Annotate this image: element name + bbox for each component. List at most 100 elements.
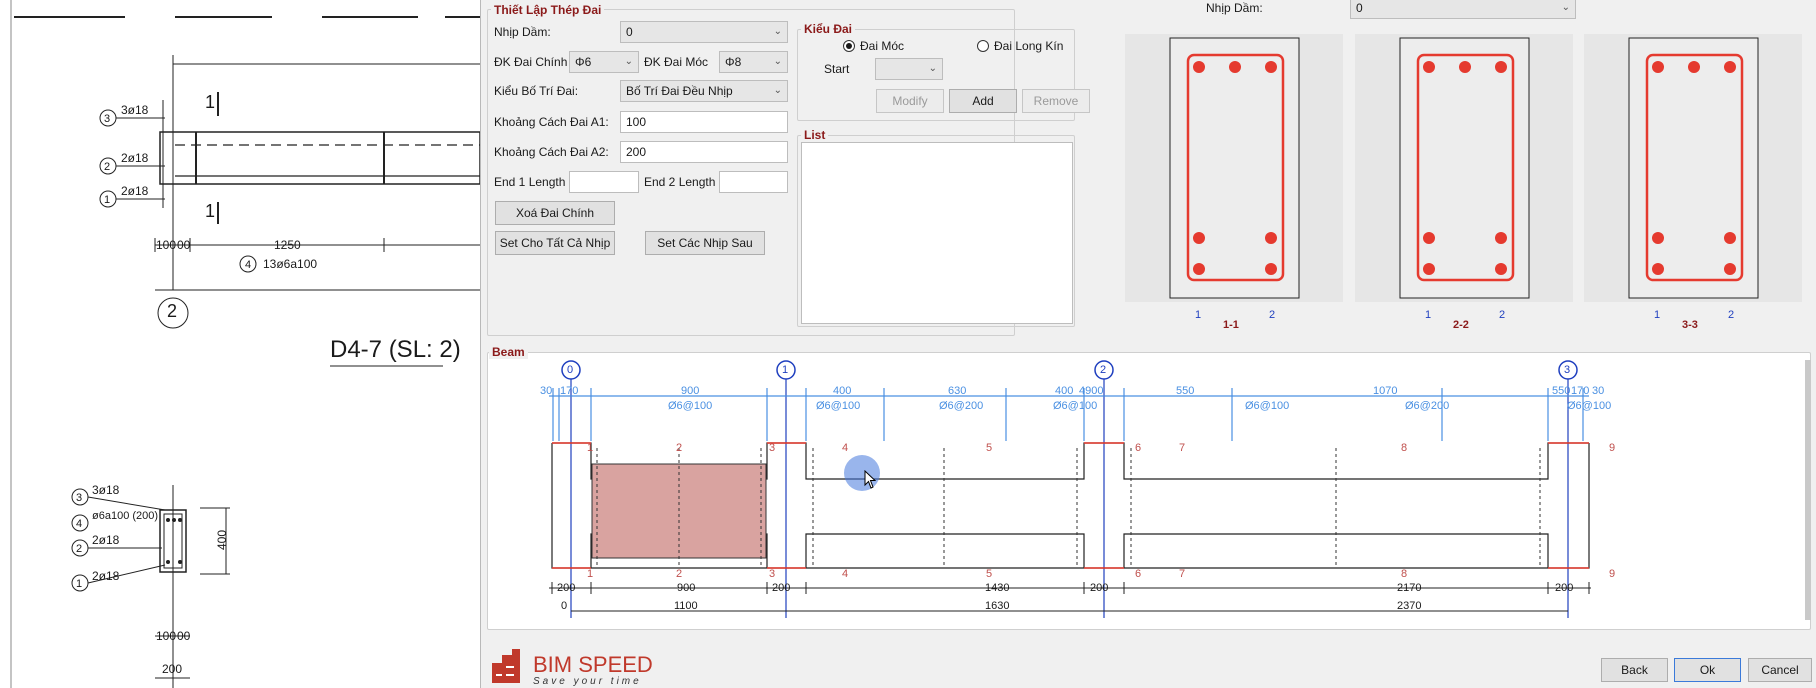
- logo-text: BIM SPEED: [533, 652, 653, 677]
- point-label: 8: [1401, 568, 1408, 580]
- end1-length-input[interactable]: [569, 171, 639, 193]
- bottom-dim: 2170: [1397, 582, 1422, 594]
- axis-label-0: 0: [567, 364, 574, 376]
- stirrup-type-group: [797, 29, 1075, 121]
- dim-100: 100: [156, 238, 177, 252]
- add-button[interactable]: Add: [949, 89, 1017, 113]
- top-dim: 170: [560, 385, 579, 397]
- hook-stirrup-label: Đai Móc: [860, 39, 905, 53]
- bottom-dim: 200: [1555, 582, 1574, 594]
- stirrup-label: Ø6@100: [1245, 400, 1290, 412]
- bottom-dim-total: 2370: [1397, 600, 1422, 612]
- remove-button[interactable]: Remove: [1022, 89, 1090, 113]
- end2-length-input[interactable]: [719, 171, 788, 193]
- modify-button[interactable]: Modify: [876, 89, 944, 113]
- cross-section-1: [1169, 37, 1300, 299]
- stirrup-settings-title: Thiết Lập Thép Đai: [491, 3, 605, 17]
- mouse-cursor-icon: [864, 470, 877, 489]
- callout-num: 1: [104, 194, 111, 206]
- section-mark: 1: [205, 92, 216, 112]
- bottom-dim: 200: [1090, 582, 1109, 594]
- top-dim: 550: [1176, 385, 1195, 397]
- bottom-dim-total: 1100: [674, 600, 698, 612]
- bottom-dim-total: 0: [561, 600, 568, 612]
- cancel-button[interactable]: Cancel: [1748, 658, 1812, 682]
- callout-num: 3: [104, 113, 111, 125]
- end1-length-label: End 1 Length: [494, 175, 566, 189]
- set-all-spans-button[interactable]: Set Cho Tất Cả Nhịp: [495, 231, 615, 255]
- point-label: 3: [769, 442, 776, 454]
- callout-text: 2ø18: [92, 533, 120, 547]
- chevron-down-icon: ⌄: [1561, 2, 1570, 13]
- section-3-name: 3-3: [1682, 319, 1698, 331]
- chevron-down-icon: ⌄: [773, 26, 782, 37]
- point-label: 9: [1609, 442, 1616, 454]
- list-title: List: [801, 128, 829, 142]
- stirrup-list[interactable]: [801, 142, 1073, 324]
- top-dim: 30: [540, 385, 553, 397]
- bottom-dim-total: 1630: [985, 600, 1010, 612]
- chevron-down-icon: ⌄: [624, 56, 633, 67]
- hook-dia-select[interactable]: Φ8⌄: [719, 51, 788, 73]
- start-select[interactable]: ⌄: [875, 58, 943, 80]
- spacing-a1-input[interactable]: 100: [620, 111, 788, 133]
- set-next-spans-button[interactable]: Set Các Nhịp Sau: [645, 231, 765, 255]
- bottom-dim: 1430: [985, 582, 1010, 594]
- callout-num: 3: [76, 492, 83, 504]
- cad-callouts-top: [99, 109, 165, 208]
- stirrup-label: Ø6@100: [1567, 400, 1612, 412]
- closed-stirrup-radio[interactable]: [977, 40, 989, 52]
- point-label: 1: [587, 442, 594, 454]
- back-button[interactable]: Back: [1601, 658, 1668, 682]
- beam-title: Beam: [489, 345, 528, 359]
- stirrup-label: Ø6@200: [939, 400, 984, 412]
- ok-button[interactable]: Ok: [1674, 658, 1741, 682]
- section-height: 400: [215, 529, 230, 551]
- hook-stirrup-radio[interactable]: [843, 40, 855, 52]
- dim-00: 00: [177, 238, 191, 252]
- callout-num: 2: [76, 543, 83, 555]
- stirrup-label: Ø6@100: [816, 400, 861, 412]
- axis-label: 2: [167, 301, 178, 321]
- callout-text: 2ø18: [121, 184, 149, 198]
- chevron-down-icon: ⌄: [773, 56, 782, 67]
- callout-text: 3ø18: [92, 483, 120, 497]
- axis-label-1: 1: [782, 364, 789, 376]
- stirrup-label: Ø6@200: [1405, 400, 1450, 412]
- cad-drawing-area: 3 3ø18 2 2ø18 1 2ø18 1 1 100 00 1250 4 1…: [0, 0, 480, 688]
- cross-sections-drawing: [1169, 37, 1759, 299]
- end2-length-label: End 2 Length: [644, 175, 716, 189]
- beam-scrollbar[interactable]: [1805, 360, 1811, 620]
- point-label: 8: [1401, 442, 1408, 454]
- logo-subtitle: Save your time: [533, 676, 642, 687]
- section-2-right-label: 2: [1499, 309, 1506, 321]
- cursor-highlight: [844, 455, 880, 491]
- spacing-a2-label: Khoảng Cách Đai A2:: [494, 145, 609, 159]
- section-1-name: 1-1: [1223, 319, 1239, 331]
- top-dim: 30: [1592, 385, 1605, 397]
- stirrup-num: 4: [245, 259, 252, 271]
- point-label: 3: [769, 568, 776, 580]
- point-label: 7: [1179, 442, 1186, 454]
- top-dim: 630: [948, 385, 967, 397]
- axis-label-2: 2: [1100, 364, 1107, 376]
- stirrup-label: Ø6@100: [668, 400, 713, 412]
- callout-text: 2ø18: [92, 569, 120, 583]
- top-dim: 1070: [1373, 385, 1398, 397]
- stirrup-dialog: Thiết Lập Thép Đai Nhịp Dầm: 0⌄ ĐK Đai C…: [480, 0, 1816, 688]
- start-label: Start: [824, 62, 850, 76]
- main-dia-select[interactable]: Φ6⌄: [569, 51, 639, 73]
- chevron-down-icon: ⌄: [928, 63, 937, 74]
- delete-main-stirrup-button[interactable]: Xoá Đai Chính: [495, 201, 615, 225]
- spacing-a2-input[interactable]: 200: [620, 141, 788, 163]
- span-select[interactable]: 0⌄: [620, 21, 788, 43]
- point-label: 2: [676, 442, 683, 454]
- hook-dia-label: ĐK Đai Móc: [644, 55, 709, 69]
- closed-stirrup-label: Đai Long Kín: [994, 39, 1064, 53]
- list-group: [797, 135, 1075, 327]
- bottom-dim: 900: [677, 582, 696, 594]
- point-label: 4: [842, 568, 849, 580]
- section-span-select[interactable]: 0⌄: [1350, 0, 1576, 19]
- cad-callouts-bottom: [71, 488, 166, 592]
- layout-type-select[interactable]: Bố Trí Đai Đều Nhịp⌄: [620, 80, 788, 102]
